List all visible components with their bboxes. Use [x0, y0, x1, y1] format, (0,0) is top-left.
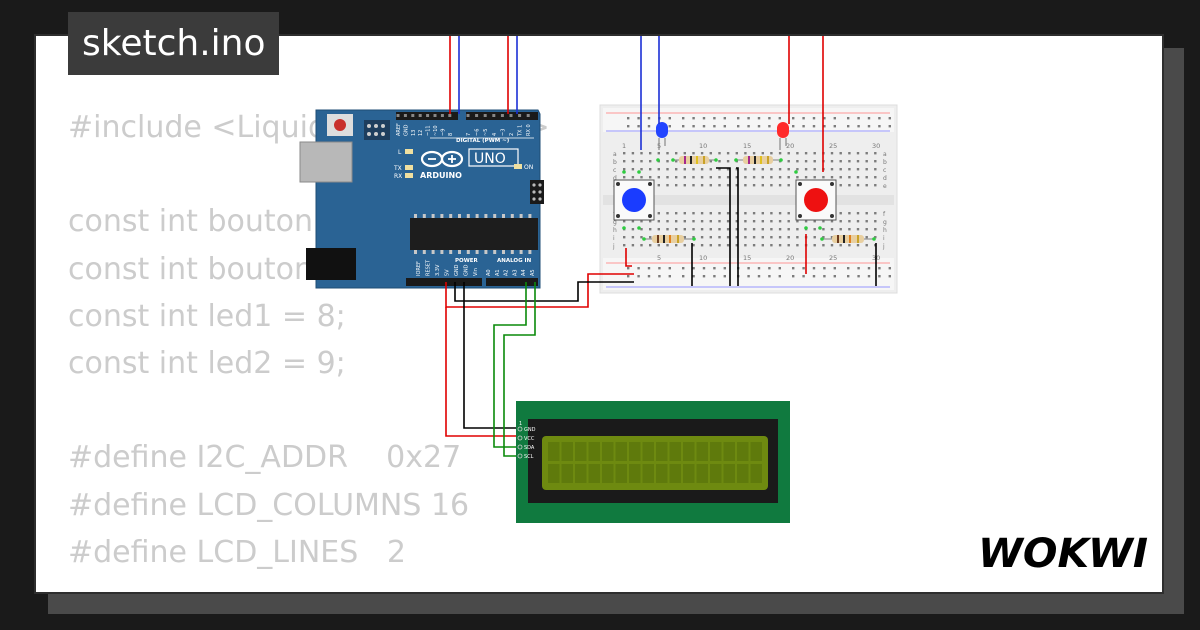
digital-pin-label: ~5 — [483, 129, 489, 136]
lcd-pin-label: VCC — [524, 436, 535, 442]
digital-pin-label: 13 — [411, 130, 417, 136]
row-letter: b — [883, 159, 887, 166]
row-letter: a — [613, 151, 617, 158]
analog-label: ANALOG IN — [497, 258, 532, 264]
row-letter: c — [883, 167, 886, 174]
lcd-pin-header: 1 — [519, 421, 522, 427]
digital-pin-label: 7 — [466, 133, 472, 136]
atmega-chip — [410, 218, 538, 250]
digital-label: DIGITAL (PWM ~) — [456, 138, 510, 144]
analog-pin-label: A1 — [495, 269, 501, 276]
col-number: 30 — [872, 142, 880, 150]
digital-pin-label: AREF — [396, 123, 402, 136]
pushbutton-red[interactable] — [795, 179, 837, 221]
led-blue[interactable] — [656, 122, 668, 150]
wires — [445, 36, 877, 457]
row-letter: j — [882, 243, 885, 250]
digital-pin-label: ~3 — [500, 129, 506, 136]
analog-pin-label: A3 — [512, 269, 518, 276]
analog-header — [486, 278, 538, 286]
col-number: 5 — [657, 254, 661, 262]
row-letter: a — [883, 151, 887, 158]
connection-dots — [622, 158, 876, 241]
row-letter: f — [883, 211, 886, 218]
digital-pin-label: 4 — [492, 133, 498, 136]
power-pin-label: 3.3V — [435, 264, 441, 276]
row-letter: d — [883, 175, 887, 182]
lcd-pin-label: GND — [524, 427, 536, 433]
power-pin-label: RESET — [426, 259, 432, 276]
power-pin-label: Vin — [473, 268, 479, 276]
col-number: 1 — [622, 142, 626, 150]
resistor — [736, 156, 780, 164]
usb-port — [299, 141, 353, 183]
analog-pin-label: A5 — [530, 269, 536, 276]
pushbutton-blue[interactable] — [613, 179, 655, 221]
col-number: 10 — [699, 142, 707, 150]
file-title: sketch.ino — [68, 12, 280, 75]
digital-pin-label: 12 — [418, 130, 424, 136]
col-number: 20 — [786, 142, 794, 150]
row-letter: d — [613, 175, 617, 182]
col-number: 15 — [743, 142, 751, 150]
col-number: 25 — [829, 254, 837, 262]
resistor — [672, 156, 716, 164]
power-pin-label: 5V — [445, 269, 451, 276]
digital-pin-label: ~10 — [433, 125, 439, 136]
lcd-pin-label: SDA — [524, 445, 535, 451]
digital-pin-label: 8 — [448, 133, 454, 136]
digital-pin-label: ~6 — [475, 129, 481, 136]
power-pin-label: GND — [464, 264, 470, 276]
power-pin-label: IOREF — [416, 261, 422, 276]
power-jack — [306, 248, 356, 280]
row-letter: g — [613, 219, 617, 226]
code-line: #define I2C_ADDR 0x27 — [68, 440, 462, 476]
board-model: UNO — [474, 151, 506, 167]
rx-label: RX — [394, 173, 402, 180]
tx-label: TX — [393, 165, 402, 172]
row-letter: j — [612, 243, 615, 250]
digital-pin-label: ~11 — [426, 125, 432, 136]
row-letter: e — [883, 183, 887, 190]
code-line: const int led1 = 8; — [68, 298, 346, 334]
power-header — [406, 278, 482, 286]
row-letter: h — [883, 227, 887, 234]
col-number: 15 — [743, 254, 751, 262]
col-number: 25 — [829, 142, 837, 150]
led-red[interactable] — [777, 122, 789, 150]
row-letter: b — [613, 159, 617, 166]
digital-pin-label: RX 0 — [526, 124, 532, 136]
code-line: #define LCD_LINES 2 — [68, 534, 406, 570]
digital-pin-label: TX 1 — [518, 125, 524, 137]
row-letter: h — [613, 227, 617, 234]
brand-text: WOKWI — [978, 531, 1148, 577]
lcd-pin-label: SCL — [524, 454, 534, 460]
row-letter: i — [613, 235, 615, 242]
power-label: POWER — [455, 258, 479, 264]
digital-pin-label: ~9 — [440, 129, 446, 136]
on-label: ON — [524, 164, 533, 171]
row-letter: g — [883, 219, 887, 226]
power-pin-label: GND — [454, 264, 460, 276]
resistor — [822, 235, 874, 243]
digital-pin-label: 2 — [509, 133, 515, 136]
row-letter: i — [883, 235, 885, 242]
l-led-label: L — [398, 149, 402, 156]
digital-pin-label: GND — [403, 124, 409, 136]
arduino-logo-icon — [420, 150, 464, 168]
wokwi-logo: WOKWI — [978, 531, 1148, 577]
analog-pin-label: A0 — [486, 269, 492, 276]
col-number: 20 — [786, 254, 794, 262]
code-line: const int led2 = 9; — [68, 345, 346, 381]
lcd-1602-i2c[interactable]: 1 GND VCC SDA SCL — [516, 401, 790, 523]
row-letter: c — [613, 167, 616, 174]
code-line: #define LCD_COLUMNS 16 — [68, 487, 470, 523]
board-brand: ARDUINO — [420, 171, 462, 180]
analog-pin-label: A2 — [504, 269, 510, 276]
analog-pin-label: A4 — [521, 269, 527, 276]
resistor — [644, 235, 694, 243]
col-number: 10 — [699, 254, 707, 262]
